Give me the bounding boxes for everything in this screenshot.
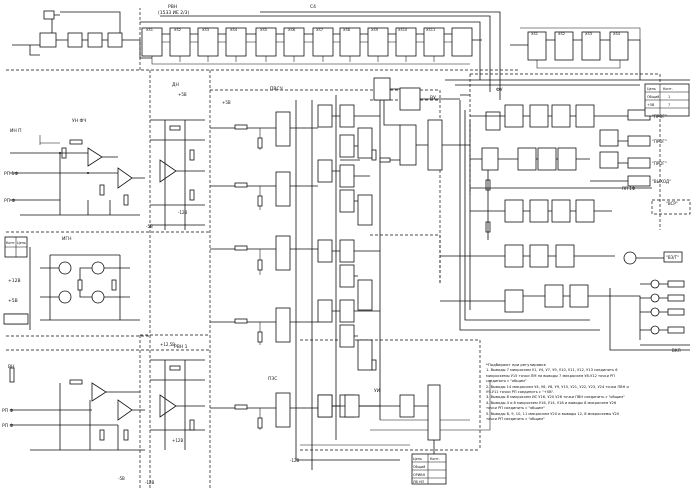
notes-line: У9-У11 точки РП соединить с "+5В". bbox=[486, 390, 555, 395]
label-out-vyhod: "ВЫХОД" bbox=[652, 179, 671, 184]
label-dn: ДН bbox=[172, 82, 179, 88]
table-head: Конт. bbox=[663, 87, 673, 91]
notes-line: 1. Выводы 7 микросхем У1, У4, У7, У9, У1… bbox=[486, 368, 618, 373]
top-labels: РВН (1533 ИЕ 2/3) С4 ПВСЧ ДН ВУ ФУ ПЗС У… bbox=[158, 4, 503, 394]
label-c4: С4 bbox=[310, 4, 316, 10]
connector-table-top-right: Цепь Конт. Общий 1 +5В 7 bbox=[647, 87, 673, 107]
table-cell: ЛВ НП bbox=[413, 480, 425, 484]
label-out-prog-3: "ПРОГ" bbox=[652, 161, 667, 166]
table-head: Цепь bbox=[647, 87, 656, 91]
label-pulse-ch: РВН 1 bbox=[174, 344, 188, 350]
label-pzc: ПЗС bbox=[268, 376, 277, 382]
label-plus5-left: +5В bbox=[8, 298, 18, 304]
bus-wires bbox=[296, 79, 690, 470]
connector-table-left: Конт Цепь bbox=[6, 241, 26, 245]
label-vu: ВУ bbox=[430, 95, 436, 101]
table-head: Цепь bbox=[413, 457, 422, 461]
label-pwn-sub: (1533 ИЕ 2/3) bbox=[158, 10, 190, 16]
table-head: Цепь bbox=[17, 241, 26, 245]
label-pwn: РВН bbox=[168, 4, 177, 10]
label-vin-2: ВН bbox=[8, 364, 14, 370]
table-head: Конт. bbox=[430, 457, 440, 461]
label-rpu1: РП 1Ф bbox=[4, 171, 18, 177]
label-unf: УН ФЧ bbox=[72, 118, 87, 124]
label-out-prog-1: "ПРОГ" bbox=[652, 114, 667, 119]
lower-left-amplifier bbox=[9, 367, 145, 451]
label-rpu2: РП Ф bbox=[4, 198, 16, 204]
notes-line: точки РП соединить с "общим" bbox=[486, 417, 545, 422]
output-indicators bbox=[609, 251, 690, 351]
label-rpu4: РП Ф bbox=[2, 423, 14, 429]
label-mrep: "ВЗ/Т" bbox=[666, 255, 679, 260]
chip-label: ХS8 bbox=[343, 28, 351, 32]
label-vin-1: ИН П bbox=[10, 128, 22, 134]
notes-line: 4. Выводы 4 и 8 микросхем У16, У14, У18 … bbox=[486, 400, 617, 405]
logic-gate-columns bbox=[311, 77, 470, 460]
label-ign: ИГН bbox=[62, 236, 72, 242]
chip-label: ХS1 bbox=[146, 28, 153, 32]
chip-label: ХS2 bbox=[174, 28, 181, 32]
label-ui: УИ bbox=[374, 388, 380, 394]
notes-line: 2. Выводы 14 микросхем У4, У6, У8, У9, У… bbox=[486, 384, 629, 389]
left-input-amplifier bbox=[10, 135, 145, 216]
chip-label: ХS10 bbox=[398, 28, 408, 32]
label-minus5-a: -5В bbox=[146, 224, 153, 229]
top-chip-labels: ХS1 ХS2 ХS3 ХS4 ХS5 ХS6 ХS7 ХS8 ХS9 ХS10… bbox=[146, 28, 621, 36]
chip-label: ХS2 bbox=[558, 32, 565, 36]
label-hv-out: ПП 1Ф bbox=[622, 186, 636, 191]
table-cell: +5В bbox=[647, 103, 655, 107]
table-cell: ОРИВН bbox=[413, 473, 426, 477]
table-cell: 7 bbox=[668, 103, 670, 107]
right-logic-area bbox=[440, 83, 690, 313]
right-labels: "ПРОГ" "ПРОГ" "ПРОГ" "ВЫХОД" "ВСР" "ВЗ/Т… bbox=[622, 114, 681, 353]
chip-label: ХS4 bbox=[613, 32, 621, 36]
label-plus12-b: +12В bbox=[172, 438, 183, 443]
chip-label: ХS5 bbox=[260, 28, 267, 32]
chip-label: ХS3 bbox=[202, 28, 209, 32]
top-chip-row bbox=[141, 27, 473, 57]
label-plus125: +12,5В bbox=[160, 342, 175, 347]
label-plus5-a: +5В bbox=[178, 92, 187, 97]
label-minus12-c: -12В bbox=[145, 480, 155, 485]
label-plus5-b: +5В bbox=[222, 100, 231, 105]
chip-label: ХS1 bbox=[531, 32, 538, 36]
label-plus12: +12В bbox=[8, 278, 21, 284]
notes-line: 3. Выводы 8 микросхем ИС У16, У20 У26 то… bbox=[486, 395, 625, 400]
notes-line: микросхемы У15 точки ПМ на выводы 7 микр… bbox=[486, 373, 615, 378]
connector-table-bottom: Цепь Конт. Общий ОРИВН ЛВ НП bbox=[413, 457, 440, 484]
assembly-notes: *Подбирают при регулировке 1. Выводы 7 м… bbox=[486, 362, 666, 422]
table-cell: Общий bbox=[413, 465, 425, 469]
label-rpu3: РП Ф bbox=[2, 408, 14, 414]
chip-label: ХS7 bbox=[316, 28, 323, 32]
power-labels: +5В +5В -12В -5В +12,5В -12В -5В -12В +1… bbox=[118, 92, 300, 485]
table-head: Конт bbox=[6, 241, 15, 245]
table-cell: Общий bbox=[647, 95, 659, 99]
chip-label: ХS11 bbox=[426, 28, 435, 32]
label-fu: ФУ bbox=[496, 87, 503, 93]
chip-label: ХS3 bbox=[585, 32, 592, 36]
label-minus12-b: -12В bbox=[290, 458, 300, 463]
control-amplifier-column bbox=[150, 119, 205, 450]
label-minus5-b: -5В bbox=[118, 476, 125, 481]
chip-label: ХS4 bbox=[230, 28, 238, 32]
chip-label: ХS6 bbox=[288, 28, 296, 32]
notes-title: *Подбирают при регулировке bbox=[486, 362, 546, 367]
notes-line: соединить с "общим" bbox=[486, 379, 527, 384]
label-pwn-ch: ПВСЧ bbox=[270, 86, 283, 92]
opamp-column bbox=[210, 100, 318, 460]
chip-label: ХS9 bbox=[371, 28, 379, 32]
label-bcr: "ВСР" bbox=[666, 201, 678, 206]
table-cell: 1 bbox=[668, 95, 670, 99]
bottom-logic-block bbox=[317, 384, 447, 485]
label-minus12-a: -12В bbox=[178, 210, 188, 215]
label-vkl: ВКЛ bbox=[672, 348, 681, 353]
label-out-prog-2: "ПРОГ" bbox=[652, 139, 667, 144]
notes-line: 5. Выводы 8, 9, 10, 11 микросхем У20 и в… bbox=[486, 411, 620, 416]
notes-line: точки РП соединить с "общим" bbox=[486, 406, 545, 411]
top-counter-chain bbox=[12, 10, 641, 100]
